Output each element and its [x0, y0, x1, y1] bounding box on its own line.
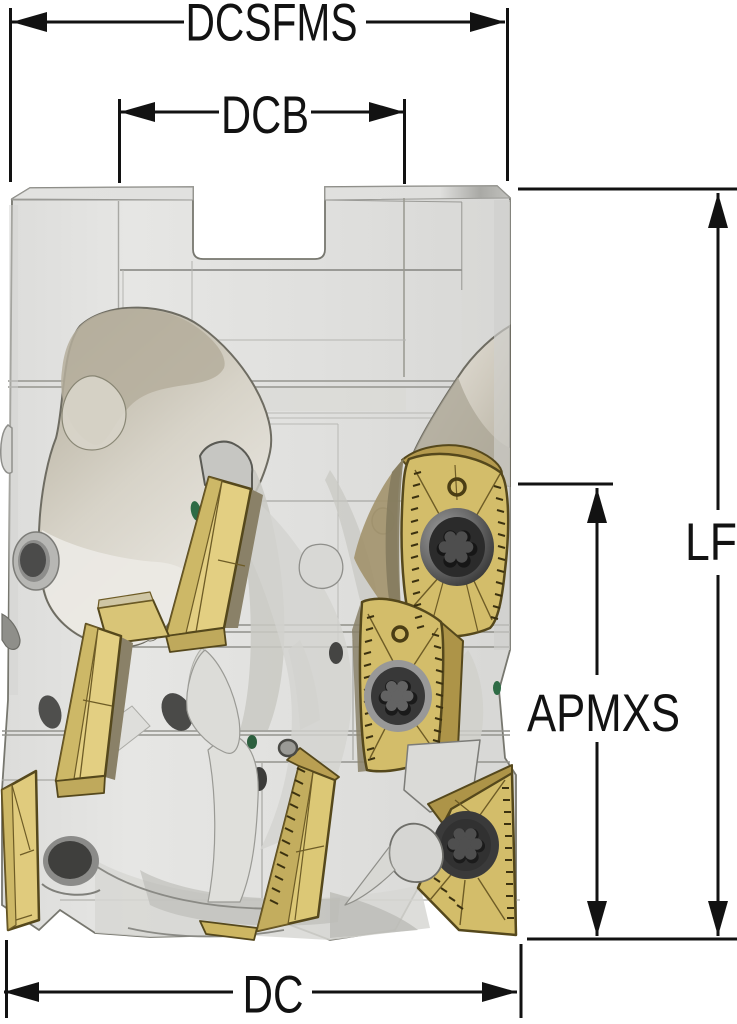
svg-text:APMXS: APMXS [527, 684, 680, 743]
svg-text:LF: LF [685, 513, 737, 572]
svg-text:DCB: DCB [221, 86, 309, 145]
svg-text:DCSFMS: DCSFMS [186, 0, 358, 53]
svg-text:DC: DC [243, 966, 304, 1024]
